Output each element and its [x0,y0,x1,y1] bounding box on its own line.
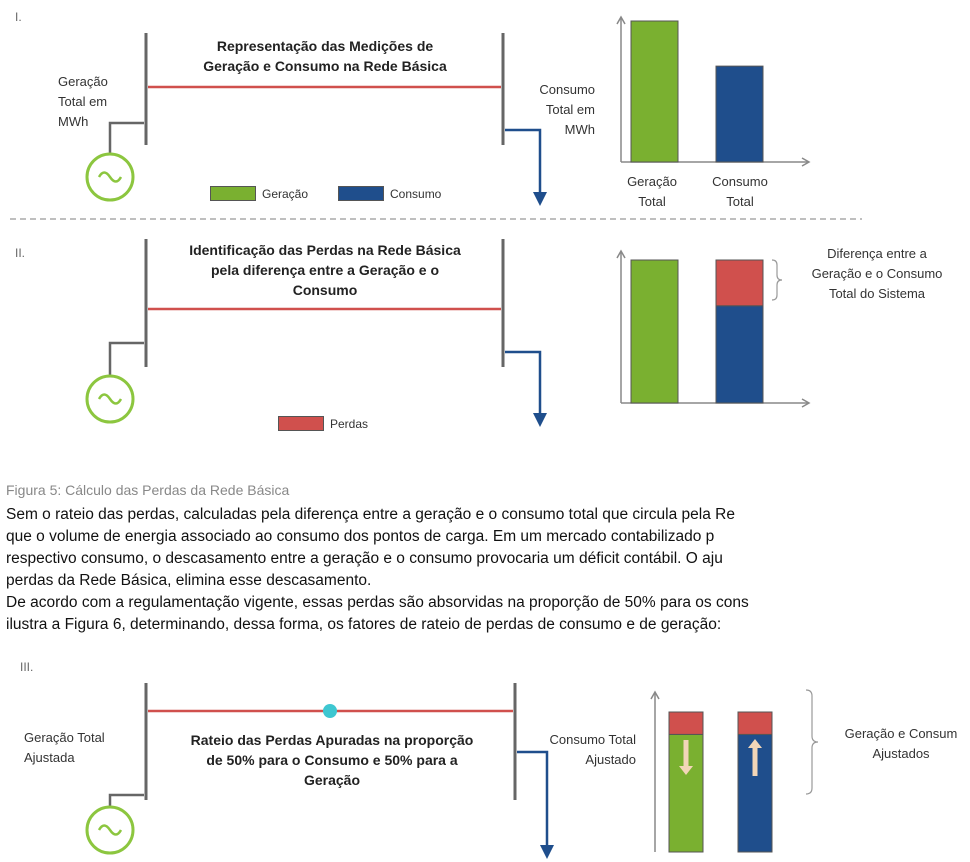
title-line: Identificação das Perdas na Rede Básica [189,242,461,258]
title-line: Geração [303,772,361,788]
figure-caption: Figura 5: Cálculo das Perdas da Rede Bás… [6,482,290,498]
loss-node-icon [323,704,337,718]
paragraph-line: ilustra a Figura 6, determinando, dessa … [6,616,722,633]
section3-title: Rateio das Perdas Apuradas na proporção … [156,730,508,790]
bar-segment-perdas [737,711,773,735]
label-line: Consumo [712,174,768,189]
brace-label: Geração e Consum Ajustados [826,724,970,764]
right-label: Consumo Total Ajustado [516,730,636,770]
brace-icon [771,259,783,301]
left-label: Geração Total em MWh [58,72,138,132]
title-line: Representação das Medições de [216,38,434,54]
paragraph-line: perdas da Rede Básica, elimina esse desc… [6,572,372,589]
left-label: Geração Total Ajustada [24,728,144,768]
title-line: Consumo [292,282,358,298]
bar-generation [630,20,679,163]
legend-label: Perdas [330,416,369,431]
legend-losses: Perdas [278,416,368,431]
brace-icon [805,689,819,795]
bar-segment-perdas [715,259,764,307]
label-line: Consumo Total [549,732,636,747]
label-line: Total [726,194,754,209]
label-line: Total em [545,102,595,117]
section3-diagram [85,683,554,859]
label-line: Ajustado [585,752,636,767]
section-roman-2: II. [15,246,26,260]
load-arrow-icon [533,192,547,206]
bar-segment-consumo [715,305,764,404]
arrow-up-icon-head [748,739,762,748]
legend-swatch [278,416,324,431]
bar-segment-perdas [668,711,704,735]
label-line: Ajustada [24,750,75,765]
legend-swatch [338,186,384,201]
chart2-bars [630,259,764,404]
bar-consumption [715,65,764,163]
chart1-category-label: Geração Total [612,172,692,212]
section1-title: Representação das Medições de Geração e … [150,36,500,76]
label-line: Total em [58,94,108,109]
section2-title: Identificação das Perdas na Rede Básica … [150,240,500,300]
brace-label: Diferença entre a Geração e o Consumo To… [784,244,970,304]
paragraph-line: Sem o rateio das perdas, calculadas pela… [6,506,735,523]
label-line: Geração Total [24,730,105,745]
label-line: Geração e Consum [844,726,958,741]
section-roman-3: III. [20,660,34,674]
title-line: de 50% para o Consumo e 50% para a [206,752,458,768]
paragraph-line: De acordo com a regulamentação vigente, … [6,594,749,611]
bar-segment-geração [630,259,679,404]
paragraph-line: que o volume de energia associado ao con… [6,528,715,545]
load-arrow-icon [540,845,554,859]
label-line: MWh [564,122,595,137]
body-paragraph: Sem o rateio das perdas, calculadas pela… [6,504,970,636]
title-line: Geração e Consumo na Rede Básica [203,58,447,74]
label-line: Geração [627,174,677,189]
paragraph-line: respectivo consumo, o descasamento entre… [6,550,723,567]
arrow-down-icon-head [679,766,693,775]
load-arrow-icon [533,413,547,427]
legend-label: Geração [262,186,309,201]
section-roman-1: I. [15,10,22,24]
label-line: Total [638,194,666,209]
section2-diagram [85,239,547,427]
legend-consumption: Consumo [338,186,441,201]
chart3-axes [650,690,660,852]
label-line: Diferença entre a [827,246,927,261]
legend-generation: Geração [210,186,308,201]
label-line: Consumo [539,82,595,97]
load-feeder [505,128,542,195]
chart3-bars [668,711,773,853]
label-line: Geração [58,74,108,89]
sine-wave-icon [97,824,123,836]
sine-wave-icon [97,171,123,183]
title-line: Rateio das Perdas Apuradas na proporção [190,732,474,748]
right-label: Consumo Total em MWh [505,80,595,140]
sine-wave-icon [97,393,123,405]
label-line: Total do Sistema [828,286,926,301]
legend-label: Consumo [390,186,442,201]
label-line: Geração e o Consumo [811,266,943,281]
generator-feeder [108,121,144,155]
label-line: Ajustados [872,746,930,761]
title-line: pela diferença entre a Geração e o [211,262,439,278]
legend-swatch [210,186,256,201]
label-line: MWh [58,114,89,129]
chart1-bars [630,20,764,163]
chart1-category-label: Consumo Total [695,172,785,212]
section1-diagram [85,33,547,206]
